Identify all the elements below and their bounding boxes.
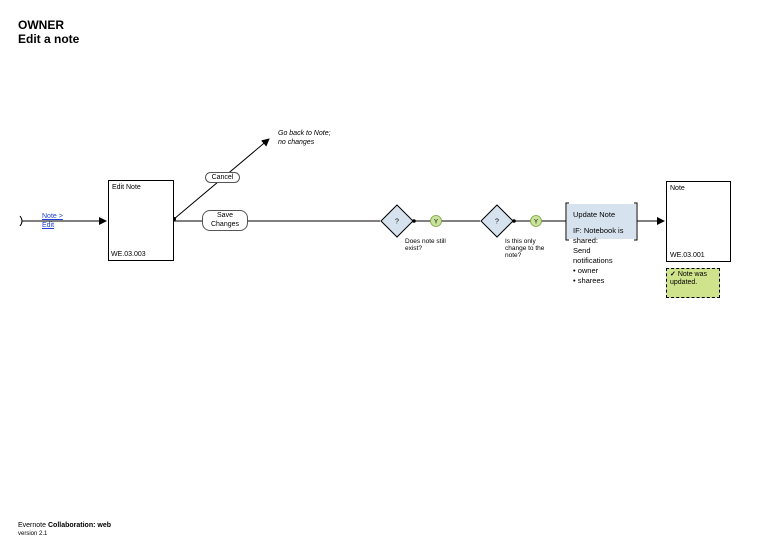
decision1-label-line1: Does note still [405,238,446,245]
save-changes-line2[interactable]: Changes [210,221,240,228]
update-bracket-right [634,202,638,241]
edit-note-id: WE.03.003 [111,251,146,258]
cancel-target-line1: Go back to Note; [278,130,331,137]
cancel-button[interactable]: Cancel [205,172,240,183]
note-updated-message: ✓ Note was updated. [666,268,720,298]
update-note-line: • sharees [573,276,605,285]
update-note-line: notifications [573,256,613,265]
decision2-yes-circle [530,215,542,227]
decision1-yes-circle [430,215,442,227]
role-label: OWNER [18,18,64,32]
update-note-process [567,204,636,239]
note-title: Note [670,185,685,192]
decision2-dot [512,219,516,223]
decision1-symbol: ? [395,219,399,226]
page-title: OWNER Edit a note [18,18,79,46]
decision2-label-line3: note? [505,252,522,259]
cancel-target-line2: no changes [278,139,315,146]
note-updated-line1: Note was [677,271,708,278]
decision1-diamond [380,204,414,238]
decision1-label-line2: exist? [405,245,422,252]
note-edit-link-line2[interactable]: Edit [42,222,55,229]
footer-product: Collaboration: web [47,522,111,529]
update-note-text: Update Note IF: Notebook is shared: Send… [573,210,623,286]
update-note-line: • owner [573,266,599,275]
update-note-title: Update Note [573,210,616,219]
decision2-yes-label: Y [534,220,538,226]
note-id: WE.03.001 [670,252,705,259]
decision2-label-line2: change to the [505,245,545,252]
footer-version: version 2.1 [18,531,48,537]
decision1-label: Does note still exist? [405,238,446,252]
decision2-symbol: ? [495,219,499,226]
flow-title: Edit a note [18,32,80,46]
footer-brand: Evernote [18,522,47,529]
save-changes-line1[interactable]: Save [217,212,233,219]
note-updated-line2: updated. [670,279,698,286]
note-screen: Note WE.03.001 [666,181,731,262]
decision1-dot [412,219,416,223]
footer: Evernote Collaboration: web version 2.1 [18,521,111,539]
update-note-line: Send [573,246,591,255]
update-note-line: IF: Notebook is [573,226,624,235]
edit-note-title: Edit Note [112,184,141,191]
start-marker [19,215,23,227]
cancel-target: Go back to Note; no changes [278,129,331,147]
decision1-yes-label: Y [434,220,438,226]
decision2-label-line1: Is this only [505,238,536,245]
update-bracket-left [565,202,569,241]
decision2-diamond [480,204,514,238]
check-icon: ✓ [670,271,676,278]
save-changes-button[interactable]: Save Changes [202,210,248,231]
note-edit-link[interactable]: Note > Edit [42,212,63,230]
decision2-label: Is this only change to the note? [505,238,544,259]
edit-note-screen: Edit Note WE.03.003 [108,180,174,261]
update-note-line: shared: [573,236,599,245]
note-edit-link-line1[interactable]: Note > [42,213,63,220]
